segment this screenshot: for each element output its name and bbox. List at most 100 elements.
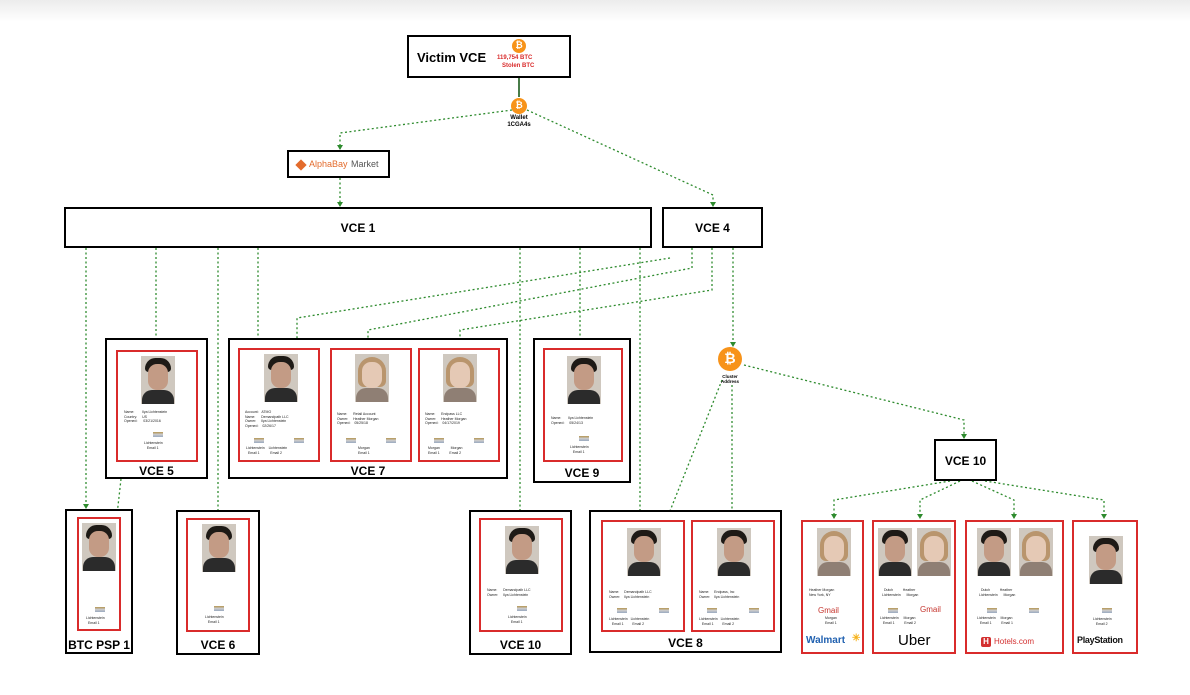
cluster-label: Cluster Address: [714, 374, 746, 384]
flag-icon: [346, 438, 356, 443]
card-footer: Lichtenstein Email 1: [570, 445, 589, 454]
connector-line: [971, 480, 1015, 518]
vce1-label: VCE 1: [340, 221, 376, 235]
flag-icon: [888, 608, 898, 613]
uber-card: Dutch Heather Lichtenstein Morgan Gmail …: [872, 520, 956, 654]
vce10-bottom-box: Name: Demandpath LLC Owner: Ilya Lichten…: [469, 510, 572, 655]
person-photo: [917, 528, 951, 576]
person-photo: [202, 524, 236, 572]
bitcoin-icon: ₿: [511, 98, 527, 114]
card-footer: Lichtenstein Email 1: [86, 616, 105, 625]
uber-logo: Uber: [898, 632, 931, 649]
flag-icon: [749, 608, 759, 613]
flag-icon: [153, 432, 163, 437]
flag-icon: [987, 608, 997, 613]
vce4-box: VCE 4: [662, 207, 763, 248]
walmart-card: Heather Morgan New York, NY Gmail Morgan…: [801, 520, 864, 654]
victim-vce-box: Victim VCE ₿ 119,754 BTC Stolen BTC: [407, 35, 571, 78]
card-details: Name: Ilya Lichtenstein Opened: 05/24/13: [551, 416, 594, 425]
vce6-label: VCE 6: [200, 638, 236, 652]
walmart-logo: Walmart: [806, 635, 846, 646]
card-details: Name: Retail Account Owner: Heather Morg…: [337, 412, 379, 425]
arrowhead: [710, 202, 716, 207]
card-details: Heather Morgan New York, NY: [809, 588, 835, 597]
gmail-logo: Gmail: [818, 606, 839, 615]
card-footer: Lichtenstein Lichtenstein Email 1 Email …: [609, 617, 650, 626]
person-card: Name: Demandpath LLC Owner: Ilya Lichten…: [601, 520, 685, 632]
person-card: Name: Demandpath LLC Owner: Ilya Lichten…: [479, 518, 563, 632]
card-footer: Lichtenstein Email 1: [508, 615, 527, 624]
person-photo: [505, 526, 539, 574]
hotels-card: Dutch Heather Lichtenstein Morgan Lichte…: [965, 520, 1064, 654]
gmail-logo: Gmail: [920, 605, 941, 614]
hotels-logo: Hotels.com: [994, 637, 1035, 646]
card-footer: Lichtenstein Lichtenstein Email 1 Email …: [699, 617, 740, 626]
card-footer: Lichtenstein Morgan Email 1 Email 1: [977, 616, 1013, 625]
connector-line: [526, 109, 714, 206]
flag-icon: [95, 607, 105, 612]
flag-icon: [434, 438, 444, 443]
arrowhead: [1101, 514, 1107, 519]
flag-icon: [474, 438, 484, 443]
person-photo: [627, 528, 661, 576]
flag-icon: [254, 438, 264, 443]
cluster-title: Cluster: [722, 374, 738, 379]
arrowhead: [1011, 514, 1017, 519]
card-details: Name: Endpass, Inc Owner: Ilya Lichtenst…: [699, 590, 740, 599]
person-photo: [717, 528, 751, 576]
person-card: Name: Ilya Lichtenstein Opened: 05/24/13…: [543, 348, 623, 462]
connector-line: [367, 248, 693, 345]
card-details: Dutch Heather Lichtenstein Morgan: [882, 588, 919, 597]
wallet-address: 1CGA4s: [507, 122, 531, 128]
playstation-logo: PlayStation: [1077, 635, 1123, 645]
card-footer: Lichtenstein Lichtenstein Email 1 Email …: [246, 446, 288, 455]
person-photo: [817, 528, 851, 576]
card-footer: Morgan Morgan Email 1 Email 2: [428, 446, 463, 455]
vce9-box: Name: Ilya Lichtenstein Opened: 05/24/13…: [533, 338, 631, 483]
card-footer: Lichtenstein Email 1: [205, 615, 224, 624]
person-card: Name: Ilya Lichtenstein Country: US Open…: [116, 350, 198, 462]
vce6-box: Lichtenstein Email 1 VCE 6: [176, 510, 260, 655]
connector-line: [459, 248, 713, 345]
connector-line: [833, 480, 951, 518]
person-card: Account: ATMO Name: Demandpath LLC Owner…: [238, 348, 320, 462]
bitcoin-icon: ₿: [718, 347, 742, 371]
flag-icon: [579, 436, 589, 441]
arrowhead: [730, 342, 736, 347]
card-footer: Morgan Email 1: [825, 616, 837, 625]
hotels-h-icon: H: [981, 637, 991, 647]
vce4-label: VCE 4: [695, 221, 730, 235]
flag-icon: [1102, 608, 1112, 613]
wallet-label: Wallet 1CGA4s: [497, 115, 541, 129]
card-footer: Lichtenstein Email 1: [144, 441, 163, 450]
cluster-subtitle: Address: [720, 379, 739, 384]
arrowhead: [917, 514, 923, 519]
person-photo: [1089, 536, 1123, 584]
person-card: Lichtenstein Email 1: [186, 518, 250, 632]
vce8-box: Name: Demandpath LLC Owner: Ilya Lichten…: [589, 510, 782, 653]
vce8-label: VCE 8: [668, 636, 703, 650]
card-details: Dutch Heather Lichtenstein Morgan: [979, 588, 1016, 597]
connector-line: [984, 480, 1105, 518]
card-details: Name: Demandpath LLC Owner: Ilya Lichten…: [487, 588, 531, 597]
alphabay-logo-icon: [295, 159, 307, 171]
connector-line: [116, 478, 122, 516]
flag-icon: [214, 606, 224, 611]
person-photo: [567, 356, 601, 404]
vce10-top-label: VCE 10: [944, 454, 987, 468]
flag-icon: [386, 438, 396, 443]
connector-line: [339, 109, 513, 149]
bitcoin-icon: ₿: [512, 39, 526, 53]
vce1-box: VCE 1: [64, 207, 652, 248]
person-photo: [264, 354, 298, 402]
flag-icon: [294, 438, 304, 443]
person-card: Name: Endpass, Inc Owner: Ilya Lichtenst…: [691, 520, 775, 632]
alphabay-market-box: AlphaBay Market: [287, 150, 390, 178]
connector-line: [667, 379, 723, 517]
stolen-label: Stolen BTC: [502, 63, 535, 69]
vce5-box: Name: Ilya Lichtenstein Country: US Open…: [105, 338, 208, 479]
playstation-card: Lichtenstein Email 2 PlayStation: [1072, 520, 1138, 654]
flag-icon: [617, 608, 627, 613]
top-bar: [0, 0, 1190, 22]
arrowhead: [831, 514, 837, 519]
